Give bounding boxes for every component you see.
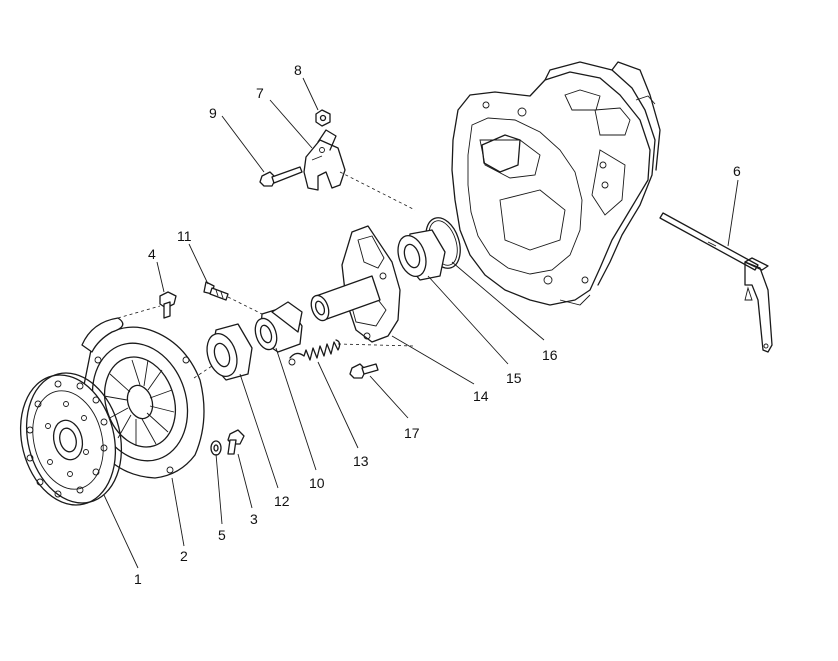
label-part-10: 10: [309, 475, 325, 491]
friction-rivets: [26, 380, 108, 498]
part-3-bolt: [227, 429, 245, 455]
part-4-bolt: [159, 291, 177, 319]
part-1-clutch-disc: [19, 372, 123, 506]
assembly-lines: [117, 171, 416, 379]
label-part-8: 8: [294, 62, 302, 78]
transmission-housing: [451, 61, 661, 306]
callout-labels: 1 2 3 4 5 6 7 8 9 10 11 12 13 14 15 16 1…: [134, 62, 741, 587]
part-17-bolt: [349, 363, 379, 379]
label-part-2: 2: [180, 548, 188, 564]
part-12-release-bearing: [206, 323, 253, 381]
label-part-16: 16: [542, 347, 558, 363]
part-7-release-fork: [303, 129, 346, 191]
label-part-14: 14: [473, 388, 489, 404]
label-part-9: 9: [209, 105, 217, 121]
part-5-washer: [210, 440, 222, 456]
label-part-1: 1: [134, 571, 142, 587]
label-part-12: 12: [274, 493, 290, 509]
part-6-release-shaft: [659, 212, 773, 353]
label-part-15: 15: [506, 370, 522, 386]
part-15-guide-sleeve: [397, 229, 446, 281]
part-13-spring: [288, 339, 341, 366]
part-14-guide-plate: [310, 225, 401, 343]
diaphragm-spring-fingers: [103, 359, 175, 446]
label-part-5: 5: [218, 527, 226, 543]
label-part-17: 17: [404, 425, 420, 441]
part-8-nut: [315, 109, 331, 127]
part-9-bolt: [259, 166, 303, 187]
label-part-11: 11: [177, 228, 192, 244]
label-part-3: 3: [250, 511, 258, 527]
label-part-4: 4: [148, 246, 156, 262]
leader-lines: [103, 77, 739, 569]
label-part-6: 6: [733, 163, 741, 179]
label-part-7: 7: [256, 85, 264, 101]
label-part-13: 13: [353, 453, 369, 469]
part-10-bearing-carrier: [254, 301, 303, 353]
part-11-fitting: [203, 281, 229, 301]
